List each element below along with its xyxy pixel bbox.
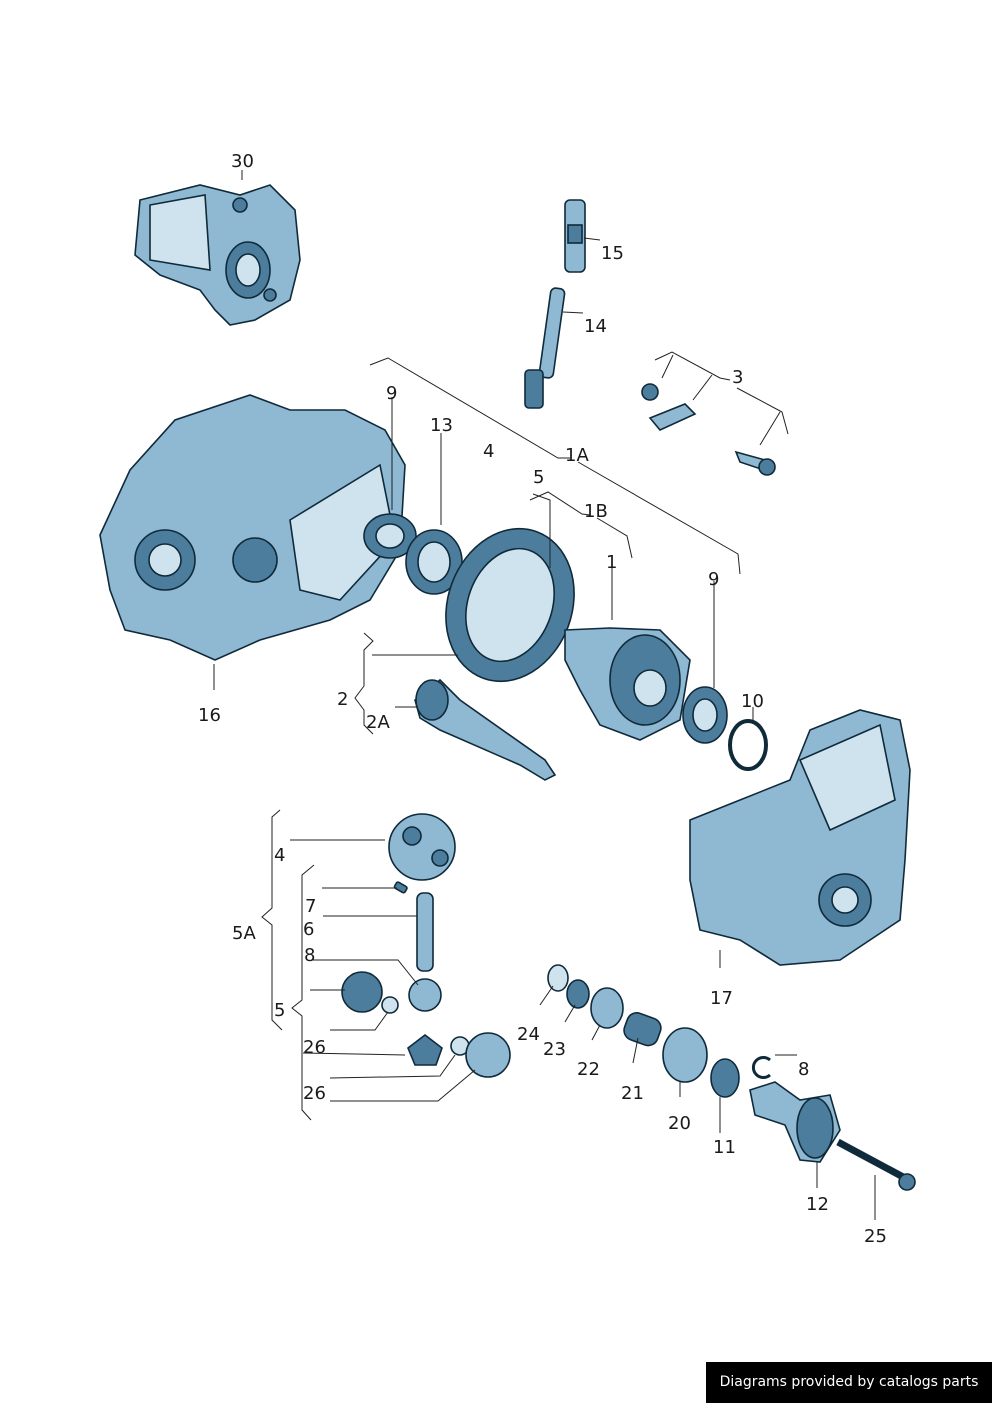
callout-10: 10 (741, 691, 764, 712)
part-14-shaft (524, 287, 566, 409)
callout-3: 3 (732, 367, 743, 388)
part-17-gearbox-housing-right (689, 709, 911, 966)
part-23-ring (566, 979, 590, 1009)
callout-1B: 1B (584, 501, 608, 522)
callout-9-right: 9 (708, 569, 719, 590)
callout-8-right: 8 (798, 1059, 809, 1080)
callout-22: 22 (577, 1059, 600, 1080)
callout-12: 12 (806, 1194, 829, 1215)
part-25-bolt (836, 1138, 916, 1191)
part-ring-gear (445, 527, 575, 683)
callout-14: 14 (584, 316, 607, 337)
part-2A-pinion-shaft (414, 678, 557, 781)
callout-16: 16 (198, 705, 221, 726)
part-7-pin (393, 881, 408, 894)
credit-banner: Diagrams provided by catalogs parts (706, 1362, 992, 1403)
callout-23: 23 (543, 1039, 566, 1060)
part-8-clip (751, 1056, 771, 1079)
part-11-seal (710, 1058, 740, 1098)
callout-6: 6 (303, 919, 314, 940)
callout-5-lower: 5 (274, 1000, 285, 1021)
callout-25: 25 (864, 1226, 887, 1247)
callout-9-left: 9 (386, 383, 397, 404)
callout-11: 11 (713, 1137, 736, 1158)
callout-7: 7 (305, 896, 316, 917)
callout-26-upper: 26 (303, 1037, 326, 1058)
part-21-sleeve (623, 1012, 662, 1047)
callout-1: 1 (606, 552, 617, 573)
part-1-differential-housing (564, 627, 691, 741)
part-20-bearing (662, 1027, 708, 1083)
part-12-flange (749, 1081, 841, 1163)
callout-15: 15 (601, 243, 624, 264)
callout-5-top: 5 (533, 467, 544, 488)
callout-17: 17 (710, 988, 733, 1009)
part-3-bracket-set (641, 383, 776, 476)
callout-4-lower: 4 (274, 845, 285, 866)
part-22-bush (590, 987, 624, 1029)
part-26-side-gears (407, 1032, 511, 1078)
part-6-cross-shaft (416, 892, 434, 972)
callout-1A: 1A (565, 445, 589, 466)
leader-lines (213, 170, 876, 1220)
callout-21: 21 (621, 1083, 644, 1104)
part-13-bearing (405, 529, 463, 595)
callout-5A: 5A (232, 923, 256, 944)
callout-20: 20 (668, 1113, 691, 1134)
callout-2A: 2A (366, 712, 390, 733)
part-16-gearbox-housing-left (99, 394, 417, 661)
part-15-drive-pinion (564, 199, 586, 273)
part-4-spider (388, 813, 456, 881)
callout-26-lower: 26 (303, 1083, 326, 1104)
callout-13: 13 (430, 415, 453, 436)
callout-2: 2 (337, 689, 348, 710)
part-9-bearing-right (682, 686, 728, 744)
callout-8-left: 8 (304, 945, 315, 966)
part-10-circlip (728, 719, 768, 771)
part-8-planet-gears (341, 971, 442, 1014)
part-30-housing (134, 184, 301, 326)
callout-30: 30 (231, 151, 254, 172)
part-24-washer (547, 964, 569, 992)
callout-4-top: 4 (483, 441, 494, 462)
callout-24: 24 (517, 1024, 540, 1045)
